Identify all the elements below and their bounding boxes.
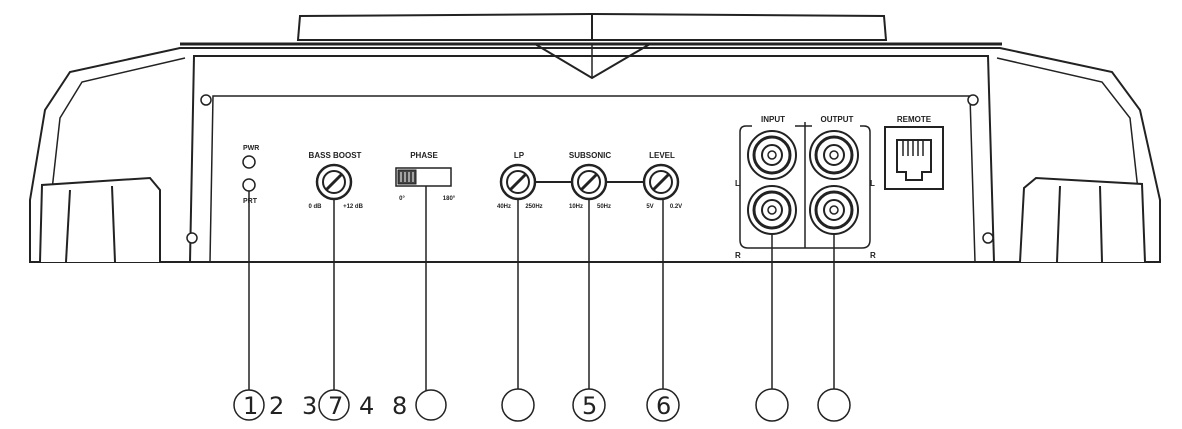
output-left-label: L (870, 179, 875, 188)
level-max: 0.2V (670, 204, 682, 210)
amplifier-body (29, 42, 1161, 263)
lp-label: LP (514, 151, 525, 160)
callout-number-2: 2 (269, 392, 284, 420)
callout-number-7: 7 (328, 392, 343, 420)
input-left-jack[interactable] (747, 130, 797, 180)
input-right-label: R (735, 251, 741, 260)
callout-circle-6 (646, 388, 680, 422)
callout-circle-input (755, 388, 789, 422)
screw-top-left (200, 94, 212, 106)
bass-boost-label: BASS BOOST (309, 151, 362, 160)
callout-circle-5 (572, 388, 606, 422)
remote-port[interactable] (884, 126, 944, 190)
rca-frame (739, 122, 871, 249)
lp-knob[interactable] (499, 163, 537, 201)
leader-lines (248, 186, 835, 392)
callout-circle-3 (318, 389, 350, 421)
screw-top-right (967, 94, 979, 106)
subsonic-max: 50Hz (597, 204, 611, 210)
subsonic-label: SUBSONIC (569, 151, 611, 160)
callout-circle-lp (501, 388, 535, 422)
screw-bottom-right (982, 232, 994, 244)
screw-bottom-left (186, 232, 198, 244)
screws (186, 94, 994, 244)
output-label: OUTPUT (821, 115, 854, 124)
phase-switch[interactable] (395, 167, 452, 187)
callout-number-8: 8 (392, 392, 407, 420)
bass-boost-max: +12 dB (343, 204, 364, 210)
subsonic-knob[interactable] (570, 163, 608, 201)
output-right-label: R (870, 251, 876, 260)
remote-label: REMOTE (897, 115, 932, 124)
pwr-label: PWR (243, 145, 259, 152)
bass-boost-min: 0 dB (308, 204, 322, 210)
callout-number-6: 6 (656, 392, 671, 420)
pwr-led (242, 155, 256, 169)
input-right-jack[interactable] (747, 185, 797, 235)
lp-min: 40Hz (497, 204, 511, 210)
callout-number-3: 3 (302, 392, 317, 420)
subsonic-min: 10Hz (569, 204, 583, 210)
level-knob[interactable] (642, 163, 680, 201)
callout-number-5: 5 (582, 392, 597, 420)
level-min: 5V (646, 204, 653, 210)
phase-min: 0° (399, 196, 405, 202)
prt-label: PRT (243, 198, 258, 205)
right-foot (1019, 176, 1146, 263)
callout-circle-output (817, 388, 851, 422)
bass-boost-knob[interactable] (315, 163, 353, 201)
prt-led (242, 178, 256, 192)
phase-label: PHASE (410, 151, 438, 160)
callout-circle-8 (415, 389, 447, 421)
level-label: LEVEL (649, 151, 675, 160)
control-panel (189, 55, 995, 263)
top-plate (296, 12, 888, 41)
lp-max: 250Hz (525, 204, 542, 210)
callout-number-4: 4 (359, 392, 374, 420)
callout-number-1: 1 (243, 392, 258, 420)
output-left-jack[interactable] (809, 130, 859, 180)
output-right-jack[interactable] (809, 185, 859, 235)
callout-circle-1 (233, 389, 265, 421)
left-foot (39, 176, 161, 263)
input-left-label: L (735, 179, 740, 188)
input-label: INPUT (761, 115, 785, 124)
phase-max: 180° (443, 196, 456, 202)
